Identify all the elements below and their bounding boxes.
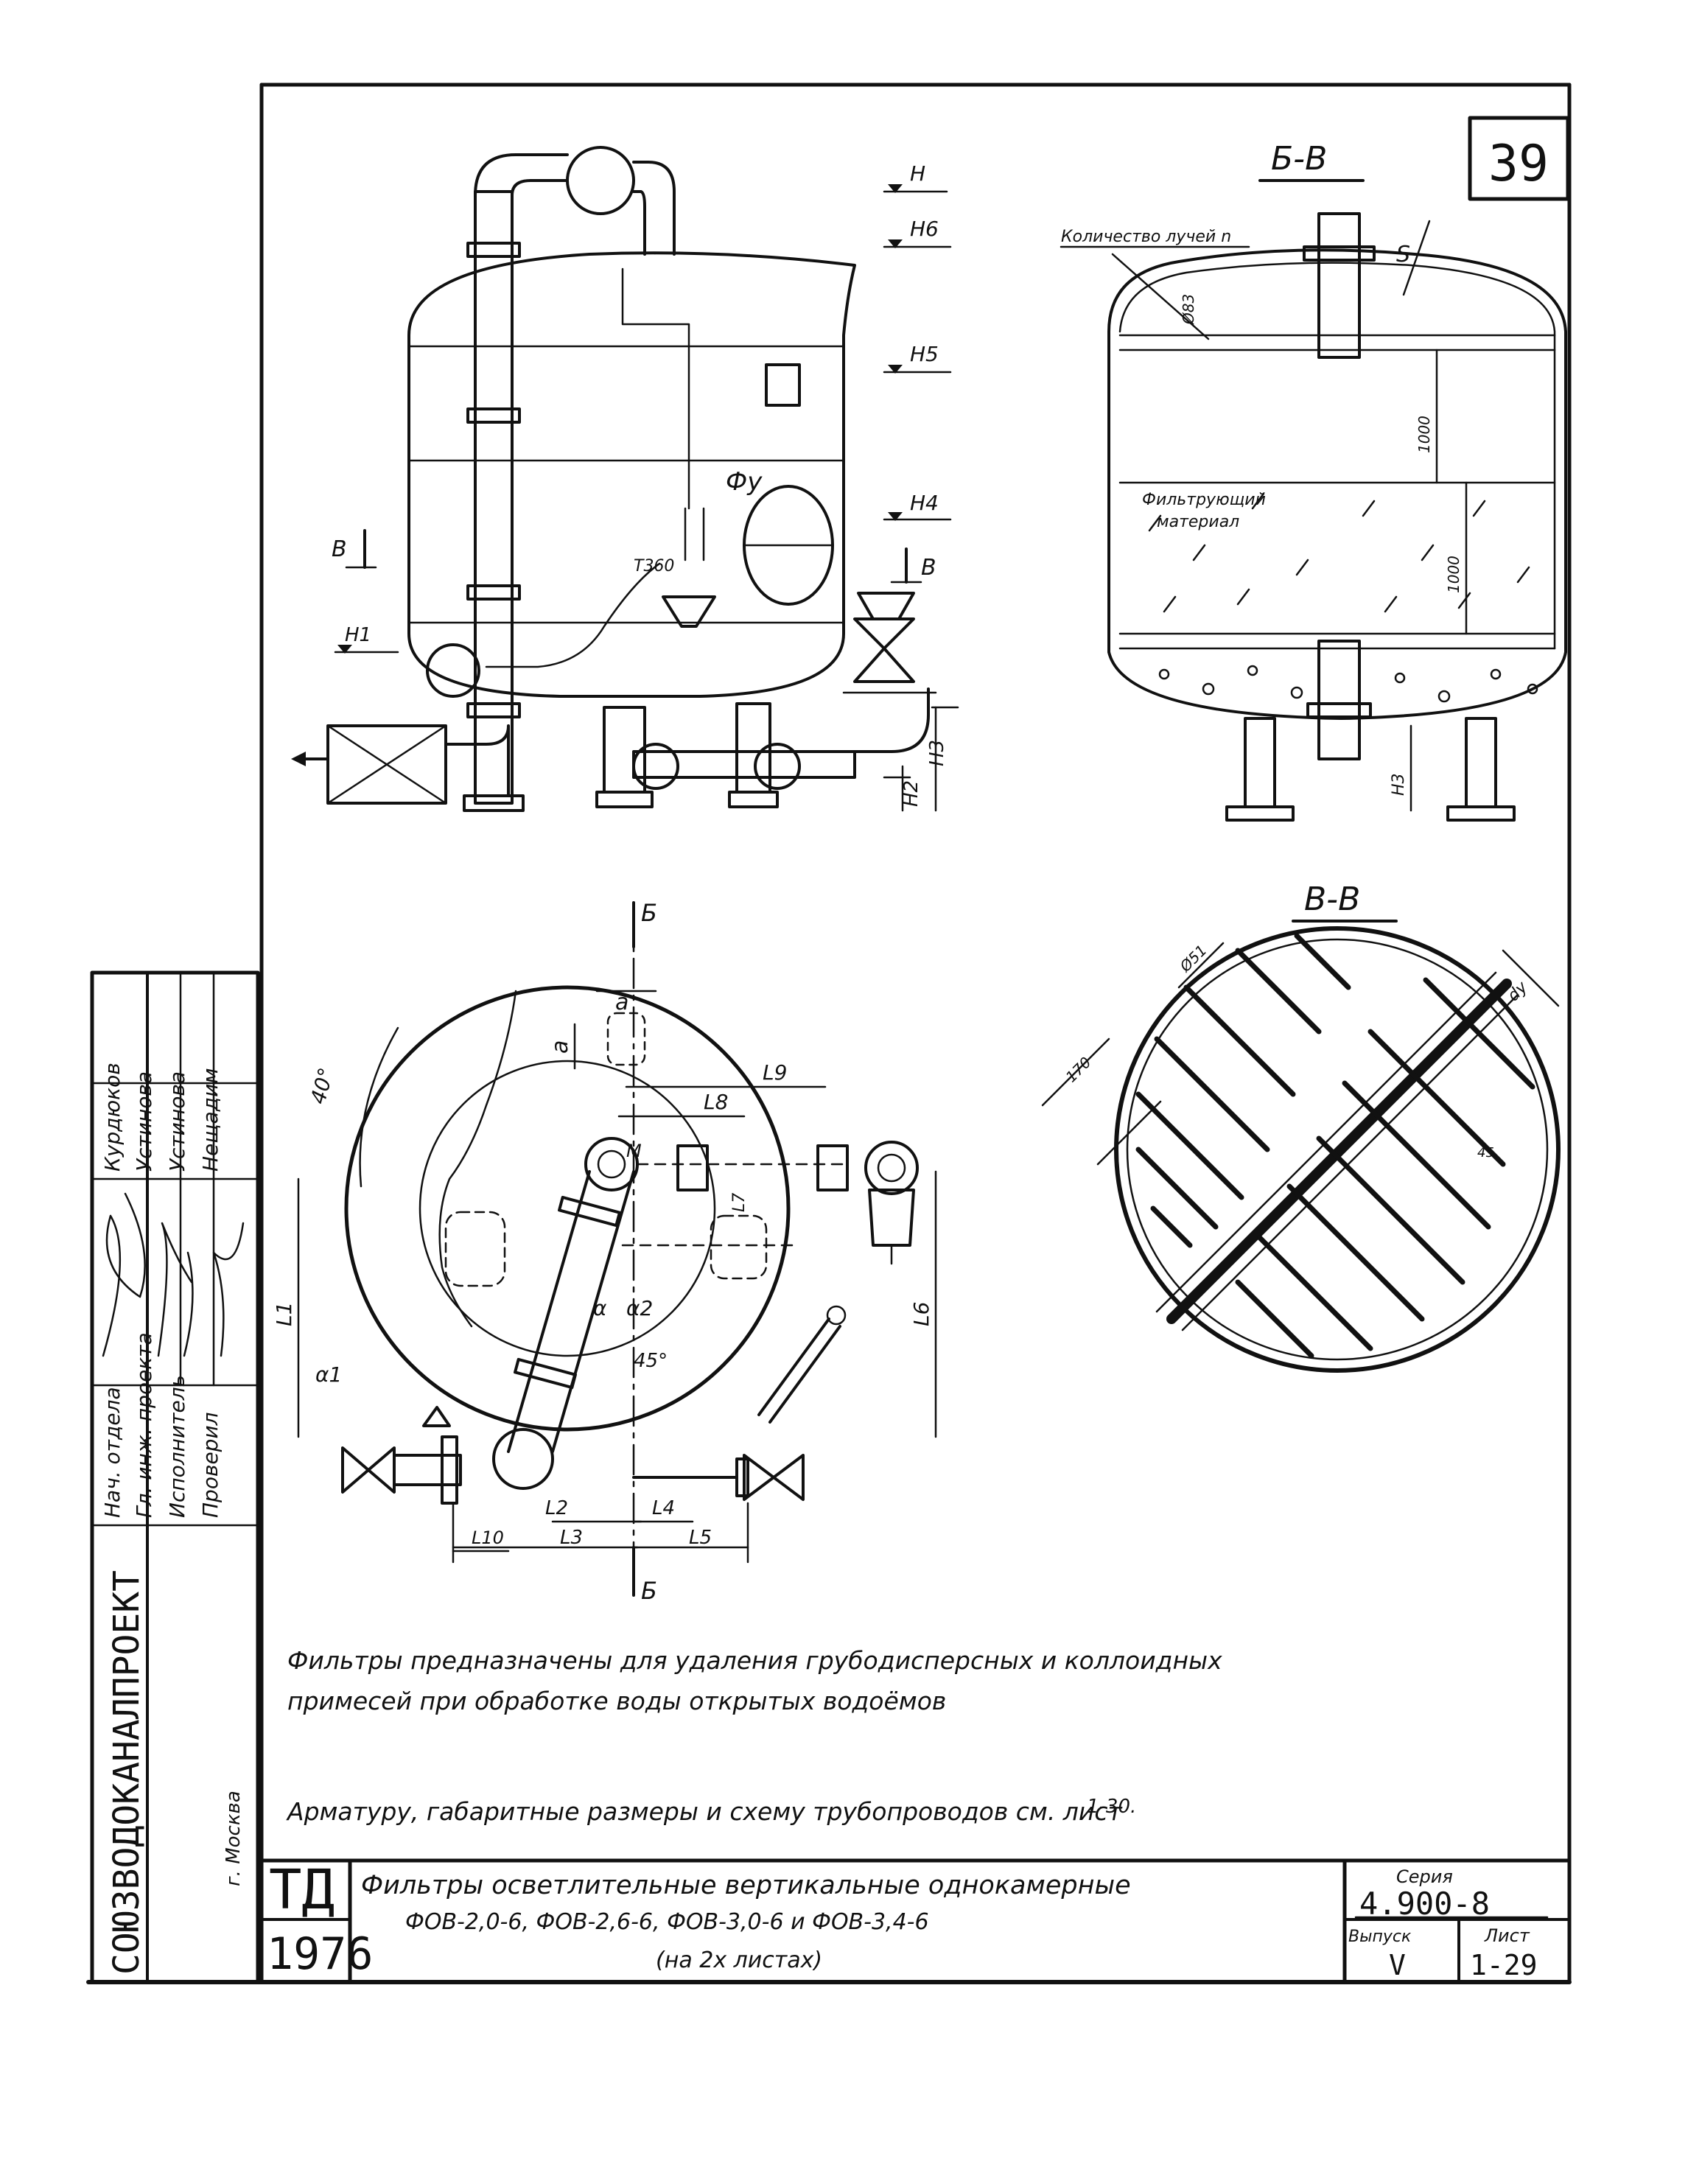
side-stamp: СОЮЗВОДОКАНАЛПРОЕКТ г. Москва Нач. отдел… [90,970,260,1984]
issue-value: V [1389,1949,1406,1981]
label-fu: Фу [726,467,763,497]
stamp-role-3: Исполнитель [165,1375,189,1518]
section-vv-shell [1114,926,1561,1373]
label-l3: L3 [560,1527,583,1549]
label-l7: L7 [730,1193,749,1212]
label-m: М [626,1141,642,1161]
label-filter-material-1: Фильтрующий [1142,491,1266,509]
section-bb-shell [1107,248,1567,720]
plan-view: Б Б a a 40° L9 L8 М L1 L6 L7 α α2 α1 45°… [272,899,937,1605]
stamp-city: г. Москва [223,1791,245,1886]
label-alpha2: α2 [626,1296,653,1320]
label-alpha: α [593,1296,607,1320]
gravel-layer [1158,665,1538,703]
title-line-2: ФОВ-2,0-6, ФОВ-2,6-6, ФОВ-3,0-6 и ФОВ-3,… [405,1909,929,1935]
riser-pipe [474,190,514,805]
stamp-name-2: Устинова [132,1071,156,1172]
note-line-3: Арматуру, габаритные размеры и схему тру… [286,1797,1123,1826]
td-mark: ТД [269,1858,335,1922]
elevation-h5: Н5 [910,342,939,366]
title-block: ТД 1976 Фильтры осветлительные вертикаль… [256,1858,1571,1984]
elevation-h: Н [910,161,925,186]
label-l2: L2 [545,1497,568,1519]
stamp-role-2: Гл. инж. проекта [132,1332,156,1518]
stamp-name-4: Нещадим [198,1068,223,1172]
cut-marker-b-bottom: Б [641,1577,657,1605]
label-rays-count: Количество лучей n [1061,228,1231,246]
label-l8: L8 [704,1090,728,1114]
section-vv: В-В Ø51 170 dy [1041,881,1561,1373]
label-l4: L4 [652,1497,675,1519]
label-l10: L10 [472,1527,504,1548]
sheet-label: Лист [1484,1925,1530,1946]
label-l5: L5 [689,1527,712,1549]
cut-marker-v-right: В [921,555,936,581]
elevation-h3: Н3 [926,740,948,766]
series-label: Серия [1396,1866,1453,1887]
series-value: 4.900-8 [1359,1886,1490,1922]
label-a-top: a [615,990,628,1015]
label-d45: 45 [1477,1145,1494,1161]
cut-marker-b-top: Б [641,899,657,927]
label-l1: L1 [272,1302,296,1326]
label-h1000-mid: 1000 [1445,556,1463,593]
section-bb: Б-В Количество луч [1060,140,1567,822]
sheet-number-box: 39 [1468,116,1570,201]
filter-media-hatch [1148,492,1530,613]
year-mark: 1976 [267,1928,374,1980]
elevation-markers: Н Н6 Н5 Н4 Н1 Н3 Н2 [334,161,959,812]
label-bb-h3: Н3 [1390,773,1408,796]
label-a-side: a [547,1040,573,1054]
label-angle-45: 45° [634,1350,668,1372]
label-d83: Ø83 [1180,294,1197,325]
stamp-role-4: Проверил [198,1412,223,1518]
label-s: S [1396,242,1410,267]
section-vv-title: В-В [1304,881,1360,918]
front-view: Т360 Фу Н Н6 [291,146,959,812]
note-line-3-ref: 1-30. [1087,1796,1136,1818]
signature-scribble [102,1192,245,1357]
notes: Фильтры предназначены для удаления грубо… [286,1646,1222,1826]
label-l9: L9 [763,1060,787,1085]
stamp-role-1: Нач. отдела [100,1387,125,1518]
lateral-pipes [1135,933,1535,1359]
stamp-org: СОЮЗВОДОКАНАЛПРОЕКТ [106,1570,147,1975]
title-line-1: Фильтры осветлительные вертикальные одно… [361,1871,1131,1900]
tank-shell [407,251,856,698]
elevation-h2: Н2 [900,780,922,807]
cut-marker-v-left: В [332,536,347,562]
label-h1000-top: 1000 [1415,416,1433,453]
elevation-h6: Н6 [910,217,939,241]
title-line-3: (на 2х листах) [656,1947,822,1973]
label-angle-40: 40° [306,1065,339,1106]
note-line-1: Фильтры предназначены для удаления грубо… [287,1646,1222,1675]
stamp-name-1: Курдюков [100,1063,125,1172]
issue-label: Выпуск [1348,1928,1412,1946]
label-alpha1: α1 [315,1362,342,1387]
label-l6: L6 [909,1302,934,1326]
sheet-number: 39 [1488,135,1549,193]
elevation-h1: Н1 [345,624,371,646]
stamp-name-3: Устинова [165,1071,189,1172]
elevation-h4: Н4 [910,491,939,515]
label-t360: Т360 [634,557,674,575]
sheet-value: 1-29 [1470,1949,1538,1981]
section-bb-title: Б-В [1271,140,1327,178]
note-line-2: примесей при обработке воды открытых вод… [287,1687,946,1715]
label-filter-material-2: материал [1157,513,1239,531]
sheet-frame [86,83,1572,1984]
plan-tank-circle [344,985,791,1432]
